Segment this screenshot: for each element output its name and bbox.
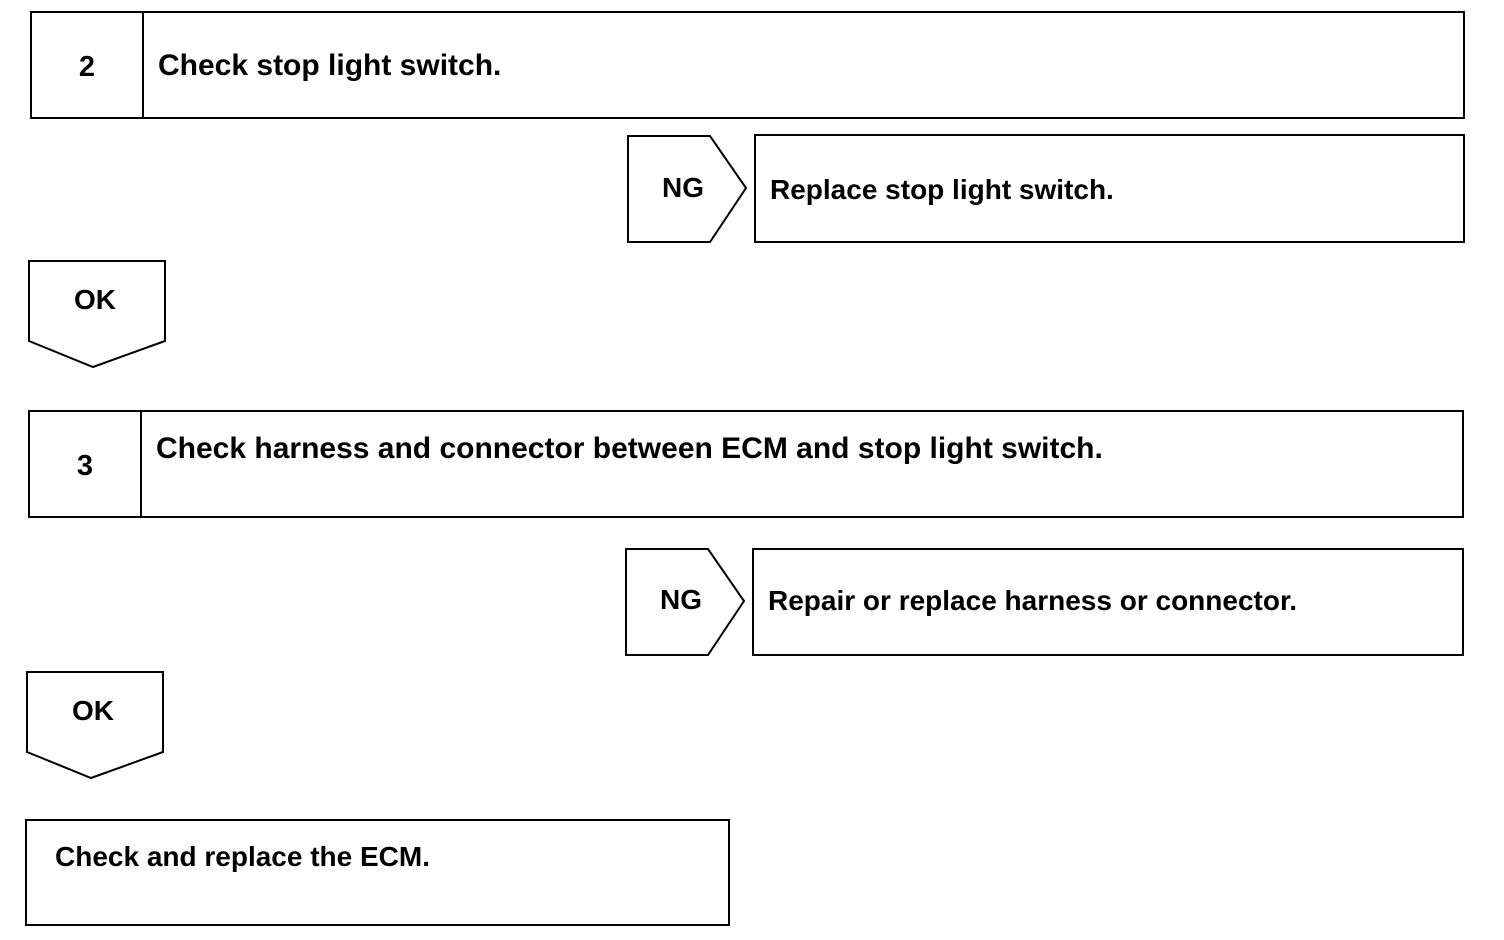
ng-action-box: Replace stop light switch. xyxy=(754,134,1465,243)
ok-label: OK xyxy=(72,695,114,726)
ng-label: NG xyxy=(660,584,702,615)
step-number: 2 xyxy=(32,13,144,117)
step-title: Check harness and connector between ECM … xyxy=(156,432,1103,465)
step-number: 3 xyxy=(30,412,142,516)
step-2-box: 2 Check stop light switch. xyxy=(30,11,1465,119)
ok-tag-shape xyxy=(26,671,164,780)
ng-tag-shape xyxy=(625,548,746,656)
ng-label: NG xyxy=(662,172,704,203)
ok-label: OK xyxy=(74,284,116,315)
step-3-box: 3 Check harness and connector between EC… xyxy=(28,410,1464,518)
final-action-text: Check and replace the ECM. xyxy=(55,841,431,872)
final-action-box: Check and replace the ECM. xyxy=(25,819,730,926)
ok-tag-shape xyxy=(28,260,166,369)
ng-action-box: Repair or replace harness or connector. xyxy=(752,548,1464,656)
ng-tag-shape xyxy=(627,135,748,243)
ng-action-text: Replace stop light switch. xyxy=(770,174,1114,205)
ng-action-text: Repair or replace harness or connector. xyxy=(768,585,1298,616)
step-title: Check stop light switch. xyxy=(158,49,502,82)
